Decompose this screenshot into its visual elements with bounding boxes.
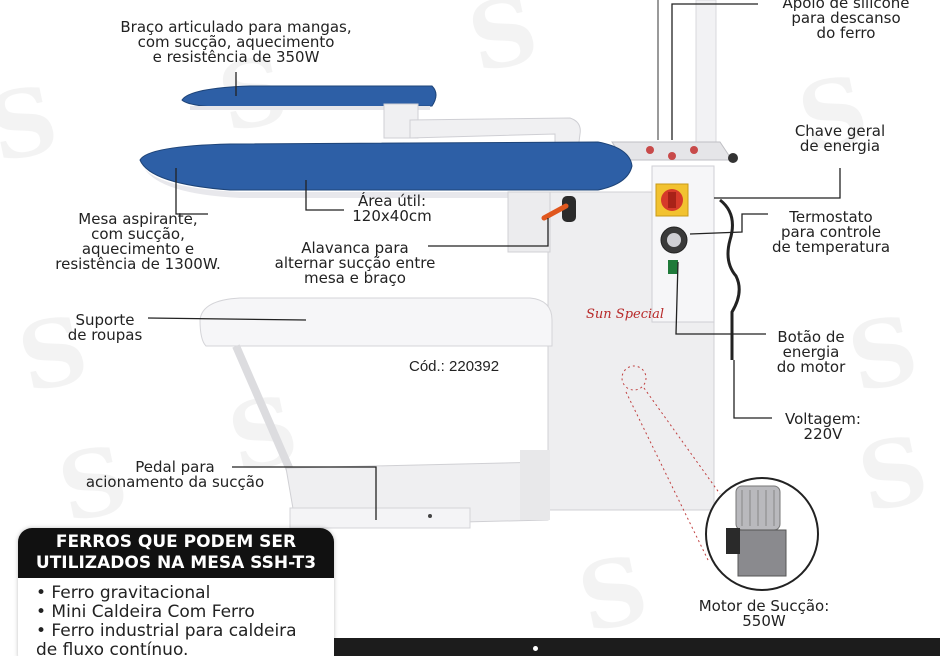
callout-line: aquecimento e: [81, 240, 195, 258]
callout-garment-support: Suporte de roupas: [50, 313, 160, 343]
callout-line: do ferro: [816, 24, 876, 42]
callout-line: resistência de 1300W.: [55, 255, 221, 273]
callout-line: acionamento da sucção: [85, 473, 265, 491]
callout-line: Área útil:: [357, 192, 427, 210]
title-line: UTILIZADOS NA MESA SSH-T3: [35, 553, 317, 573]
callout-line: 120x40cm: [352, 207, 432, 225]
callout-line: Motor de Sucção:: [698, 597, 830, 615]
callout-line: Botão de: [777, 328, 845, 346]
callout-thermostat: Termostato para controle de temperatura: [756, 210, 906, 255]
callout-line: de temperatura: [771, 238, 891, 256]
callout-line: do motor: [776, 358, 846, 376]
callout-lever: Alavanca para alternar sucção entre mesa…: [252, 241, 458, 286]
callout-line: com sucção, aquecimento: [137, 33, 335, 51]
callout-line: Chave geral: [794, 122, 886, 140]
callout-line: energia: [782, 343, 840, 361]
callout-suction-motor: Motor de Sucção: 550W: [680, 599, 848, 629]
callout-line: alternar sucção entre: [274, 254, 436, 272]
callout-line: Voltagem:: [785, 410, 861, 428]
callout-line: e resistência de 350W: [152, 48, 320, 66]
callout-line: Braço articulado para mangas,: [120, 18, 352, 36]
callout-motor-button: Botão de energia do motor: [764, 330, 858, 375]
callout-line: 550W: [742, 612, 786, 630]
list-item: • Ferro gravitacional: [36, 583, 211, 603]
list-item: de fluxo contínuo.: [36, 640, 189, 656]
carousel-dot[interactable]: [831, 632, 836, 637]
callout-line: para descanso: [791, 9, 901, 27]
callout-line: Alavanca para: [301, 239, 409, 257]
product-code: Cód.: 220392: [409, 358, 500, 375]
callout-line: mesa e braço: [304, 269, 406, 287]
callout-useful-area: Área útil: 120x40cm: [340, 194, 444, 224]
list-item: • Mini Caldeira Com Ferro: [36, 602, 255, 622]
callout-line: Termostato: [789, 208, 873, 226]
callout-line: com sucção,: [91, 225, 185, 243]
callout-line: de roupas: [67, 326, 143, 344]
callout-line: para controle: [780, 223, 882, 241]
callout-line: de energia: [799, 137, 881, 155]
callout-silicone-rest: Apoio de silicone para descanso do ferro: [760, 0, 932, 41]
compatible-irons-title: FERROS QUE PODEM SER UTILIZADOS NA MESA …: [18, 528, 334, 578]
callout-line: Suporte: [75, 311, 135, 329]
callout-main-switch: Chave geral de energia: [772, 124, 908, 154]
callout-line: Mesa aspirante,: [78, 210, 198, 228]
callout-line: Pedal para: [135, 458, 215, 476]
brand-logo: Sun Special: [586, 307, 664, 322]
callout-line: 220V: [803, 425, 843, 443]
footer-bar: [334, 638, 940, 656]
carousel-dot[interactable]: [533, 646, 538, 651]
callout-sleeve-arm: Braço articulado para mangas, com sucção…: [90, 20, 382, 65]
callout-pedal: Pedal para acionamento da sucção: [58, 460, 292, 490]
callout-line: Apoio de silicone: [782, 0, 910, 12]
title-line: FERROS QUE PODEM SER: [55, 532, 297, 552]
list-item: • Ferro industrial para caldeira: [36, 621, 297, 641]
compatible-irons-list: • Ferro gravitacional • Mini Caldeira Co…: [36, 584, 297, 656]
callout-voltage: Voltagem: 220V: [770, 412, 876, 442]
callout-vacuum-table: Mesa aspirante, com sucção, aquecimento …: [38, 212, 238, 272]
